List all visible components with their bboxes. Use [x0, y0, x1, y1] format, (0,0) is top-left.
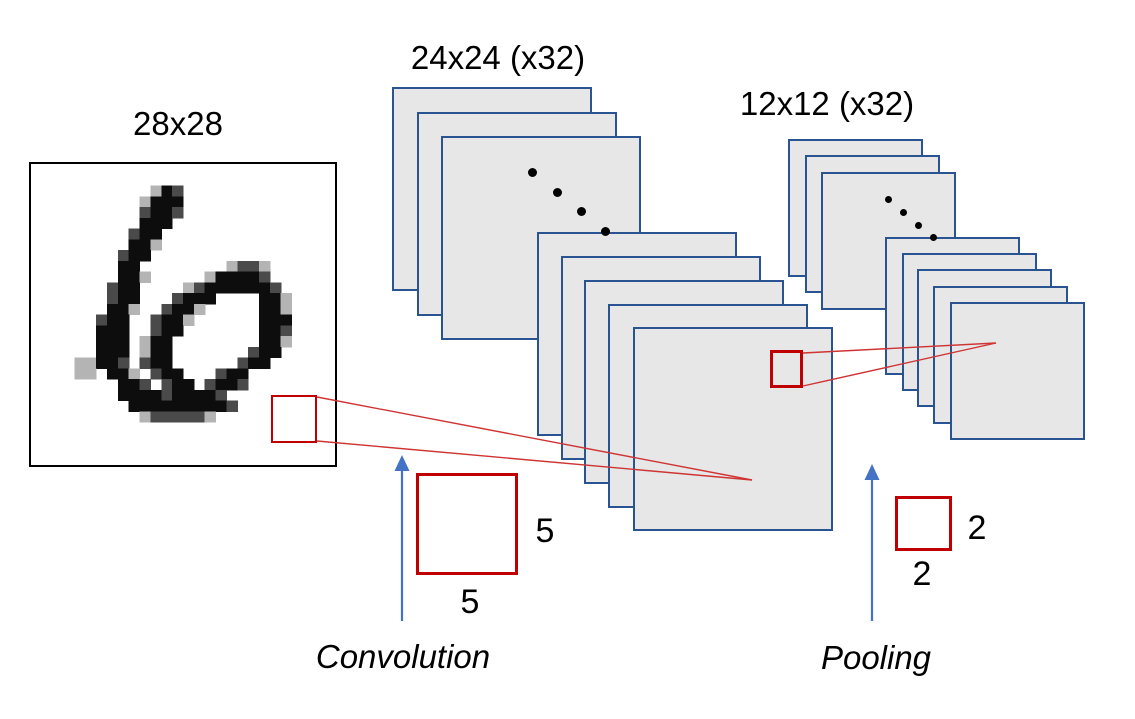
- input-image-box: [29, 162, 337, 467]
- pooling-label: Pooling: [820, 639, 932, 676]
- convolution-label: Convolution: [315, 638, 491, 675]
- pool-kernel-square: [895, 496, 952, 551]
- conv-feature-map: [633, 327, 833, 531]
- pool-kernel-height-label: 2: [967, 509, 987, 547]
- conv-stack-ellipsis-dot: [527, 167, 537, 177]
- conv-kernel-width-label: 5: [460, 583, 480, 621]
- pool-stack-ellipsis-dot: [929, 233, 937, 241]
- conv-kernel-height-label: 5: [535, 512, 555, 550]
- mnist-digit-6-bitmap: [74, 185, 293, 423]
- pool-stack-ellipsis-dot: [899, 208, 907, 216]
- conv-layer-size-label: 24x24 (x32): [410, 39, 586, 76]
- input-size-label: 28x28: [133, 105, 223, 142]
- pooling-arrow-head-icon: [864, 464, 880, 480]
- pool-stack-ellipsis-dot: [914, 221, 922, 229]
- conv-stack-ellipsis-dot: [576, 206, 586, 216]
- pool-layer-size-label: 12x12 (x32): [739, 85, 915, 122]
- conv-map-receptive-field-square: [770, 350, 803, 388]
- pool-feature-map: [950, 302, 1085, 440]
- convolution-arrow-head-icon: [394, 455, 410, 471]
- pool-stack-ellipsis-dot: [884, 195, 892, 203]
- pool-kernel-width-label: 2: [912, 555, 932, 593]
- conv-stack-ellipsis-dot: [600, 226, 610, 236]
- input-receptive-field-square: [271, 395, 317, 443]
- conv-kernel-square: [416, 473, 518, 575]
- conv-stack-ellipsis-dot: [552, 187, 562, 197]
